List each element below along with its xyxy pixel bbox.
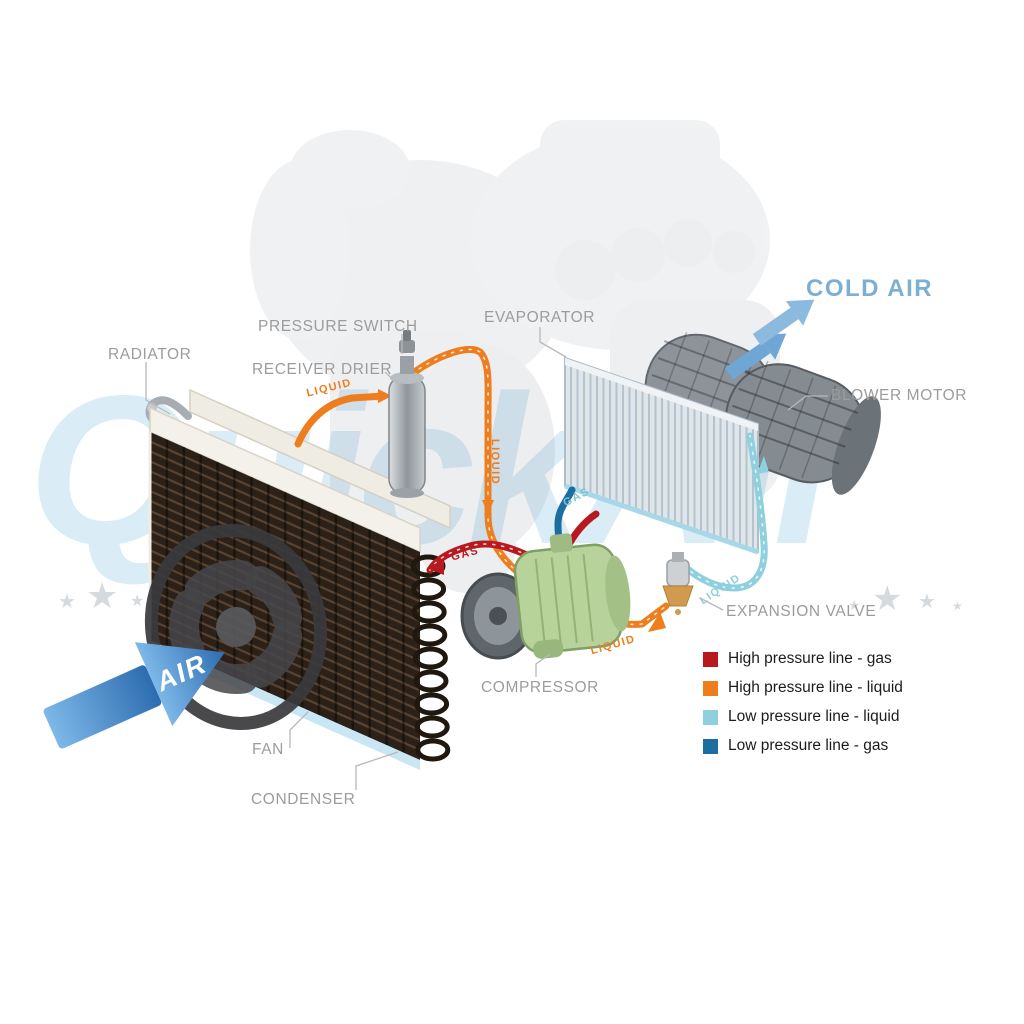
legend-row: High pressure line - gas: [703, 650, 903, 668]
label-expansion-valve: EXPANSION VALVE: [726, 603, 877, 620]
condenser-coils: [410, 554, 451, 762]
label-pressure-switch: PRESSURE SWITCH: [258, 318, 418, 335]
label-blower-motor: BLOWER MOTOR: [831, 387, 968, 404]
star-icon: ★: [130, 593, 145, 610]
legend-label: High pressure line - gas: [728, 650, 892, 667]
legend-row: High pressure line - liquid: [703, 679, 903, 697]
pipe-label-liquid: LIQUID: [489, 439, 501, 485]
pipe-low-pressure-liquid: [680, 432, 768, 592]
legend: High pressure line - gas High pressure l…: [703, 650, 903, 766]
label-receiver-drier: RECEIVER DRIER: [252, 361, 393, 378]
star-icon: ★: [58, 591, 76, 613]
air-flow-arrow: AIR: [43, 642, 225, 749]
legend-swatch-low-pressure-gas: [703, 738, 718, 754]
pipe-high-pressure-gas: [426, 540, 549, 574]
label-cold-air: COLD AIR: [806, 275, 934, 302]
label-condenser: CONDENSER: [251, 791, 356, 808]
compressor-graphic: [460, 533, 631, 660]
pressure-switch-graphic: [399, 330, 415, 353]
legend-label: Low pressure line - gas: [728, 737, 889, 754]
legend-swatch-high-pressure-gas: [703, 651, 718, 667]
expansion-valve-graphic: [662, 552, 694, 615]
label-evaporator: EVAPORATOR: [484, 309, 596, 326]
cold-air-arrow: [724, 341, 771, 380]
legend-swatch-low-pressure-liquid: [703, 709, 718, 725]
star-icon: ★: [872, 580, 903, 618]
legend-swatch-high-pressure-liquid: [703, 680, 718, 696]
legend-row: Low pressure line - gas: [703, 737, 903, 755]
star-icon: ★: [86, 575, 119, 616]
legend-label: Low pressure line - liquid: [728, 708, 900, 725]
leader-lines: [145, 327, 828, 790]
receiver-drier-graphic: [388, 330, 426, 498]
star-icon: ★: [848, 597, 861, 613]
label-radiator: RADIATOR: [108, 346, 192, 363]
star-icon: ★: [918, 591, 936, 613]
cold-air-arrow: [752, 307, 799, 346]
pipe-high-pressure-liquid: [294, 392, 388, 448]
label-fan: FAN: [252, 741, 284, 758]
cold-air-arrows: [724, 299, 815, 380]
evaporator-graphic: [564, 356, 759, 555]
legend-row: Low pressure line - liquid: [703, 708, 903, 726]
legend-label: High pressure line - liquid: [728, 679, 903, 696]
label-compressor: COMPRESSOR: [481, 679, 599, 696]
star-icon: ★: [952, 599, 963, 613]
